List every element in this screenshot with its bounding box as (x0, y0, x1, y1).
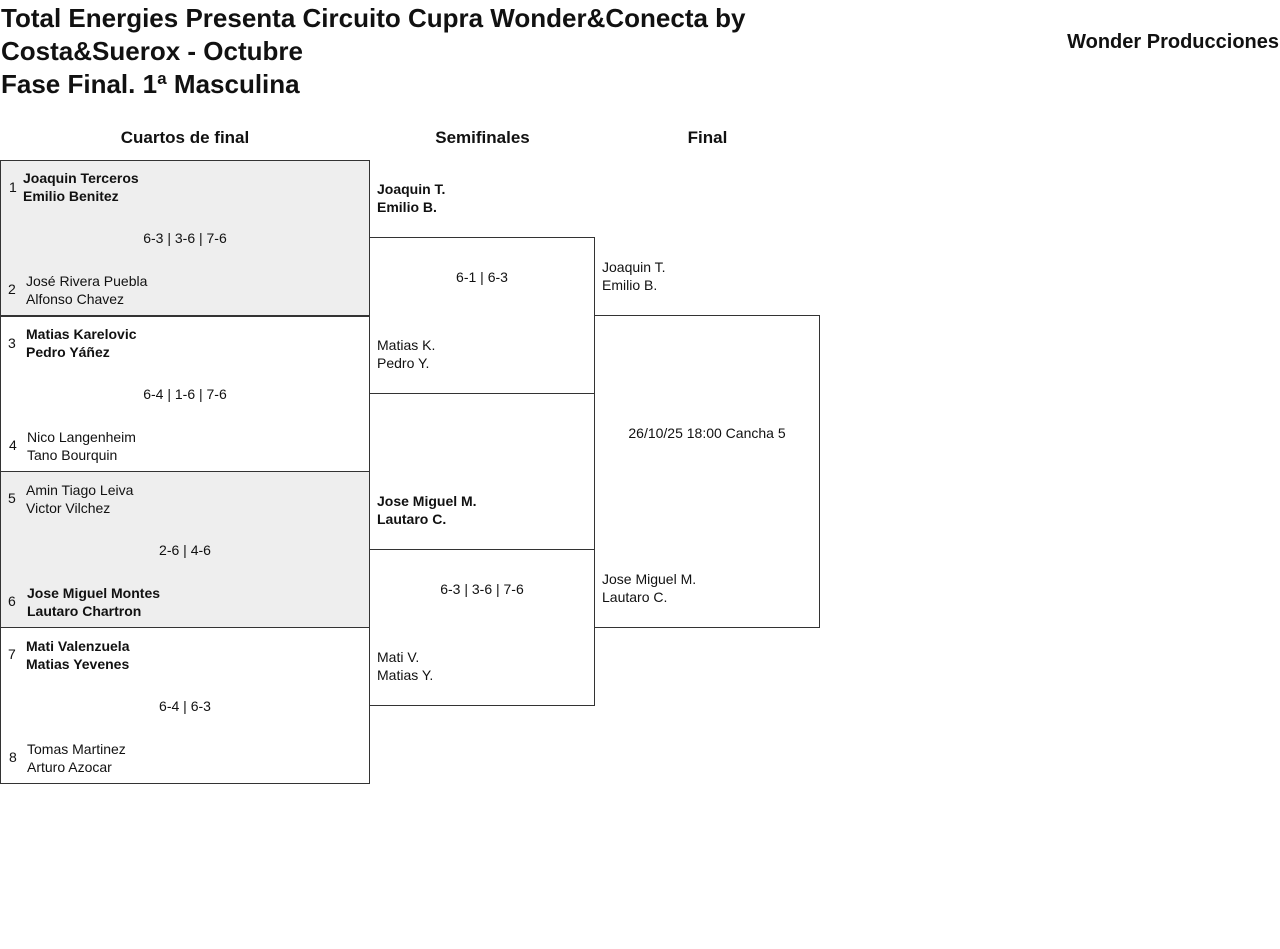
round-header-quarterfinals: Cuartos de final (120, 128, 250, 147)
seed: 3 (8, 335, 16, 351)
match-score: 6-3 | 3-6 | 7-6 (143, 230, 227, 246)
match-score: 6-4 | 6-3 (159, 698, 211, 714)
sf2-team-winner: Jose Miguel M.Lautaro C. (377, 493, 477, 527)
team: Matias K.Pedro Y. (377, 337, 436, 371)
organizer: Wonder Producciones (1067, 31, 1279, 53)
match-score: 6-1 | 6-3 (456, 269, 508, 285)
match-final[interactable]: 26/10/25 18:00 Cancha 5 Jose Miguel M.La… (594, 315, 820, 628)
subtitle: Fase Final. 1ª Masculina (1, 69, 300, 99)
match-sf-1[interactable]: 6-1 | 6-3 Matias K.Pedro Y. (369, 237, 595, 394)
seed: 8 (9, 749, 17, 765)
match-score: 6-3 | 3-6 | 7-6 (440, 581, 524, 597)
team: Mati V.Matias Y. (377, 649, 434, 683)
seed: 4 (9, 437, 17, 453)
round-header-semifinals: Semifinales (435, 128, 530, 147)
match-score: 6-4 | 1-6 | 7-6 (143, 386, 227, 402)
seed: 7 (8, 646, 16, 662)
sf1-team-winner: Joaquin T.Emilio B. (377, 181, 446, 215)
round-header-final: Final (687, 128, 728, 147)
match-score: 2-6 | 4-6 (159, 542, 211, 558)
title-line: Total Energies Presenta Circuito Cupra W… (1, 3, 746, 33)
seed: 1 (9, 179, 17, 195)
title-line: Costa&Suerox - Octubre (1, 36, 303, 66)
seed: 5 (8, 490, 16, 506)
seed: 2 (8, 281, 16, 297)
page-title: Total Energies Presenta Circuito Cupra W… (1, 2, 821, 101)
final-team-top: Joaquin T.Emilio B. (602, 259, 666, 293)
final-team-bottom: Jose Miguel M.Lautaro C. (602, 571, 697, 605)
seed: 6 (8, 593, 16, 609)
match-schedule: 26/10/25 18:00 Cancha 5 (628, 425, 786, 441)
match-sf-2[interactable]: 6-3 | 3-6 | 7-6 Mati V.Matias Y. (369, 549, 595, 706)
